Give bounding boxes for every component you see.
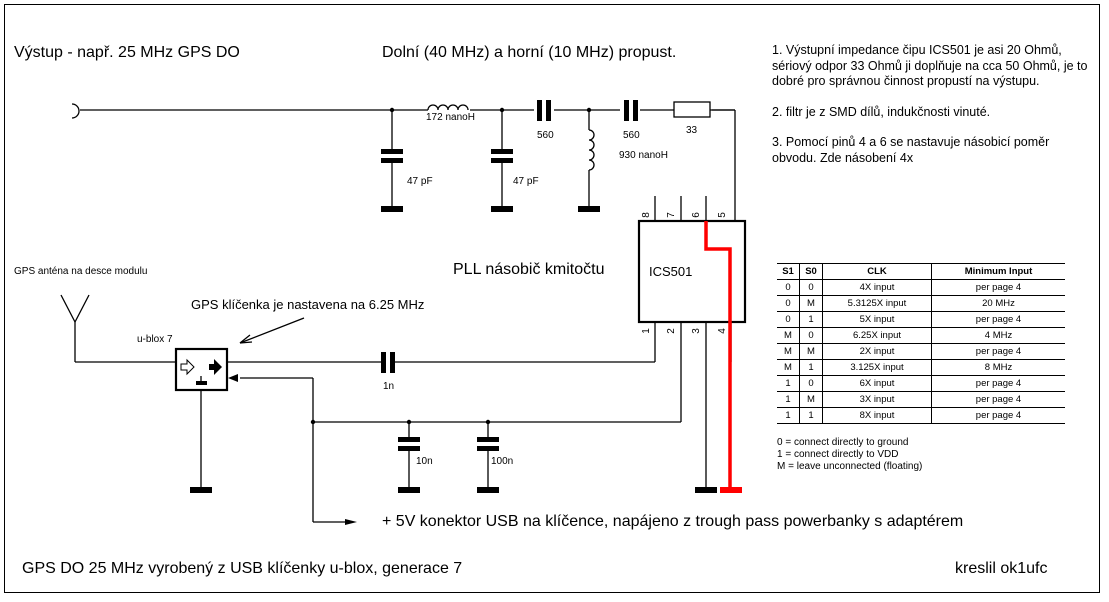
label-l2: 930 nanoH [619,150,668,161]
footer-title: GPS DO 25 MHz vyrobený z USB klíčenky u-… [22,560,463,577]
label-l1: 172 nanoH [426,112,475,123]
ground-symbol [695,487,717,493]
cap-47pf-1 [381,149,403,154]
note-3: 3. Pomocí pinů 4 a 6 se nastavuje násobi… [772,135,1050,165]
cap-1n [381,352,386,373]
ics501-chip [637,219,747,324]
pin-1: 1 [640,328,652,334]
note-2: 2. filtr je z SMD dílů, indukčnosti vinu… [772,104,991,119]
ground-symbol [190,487,212,493]
dongle-freq-label: GPS klíčenka je nastavena na 6.25 MHz [191,297,425,312]
author: kreslil ok1ufc [955,560,1048,577]
table-legend: 0 = connect directly to ground 1 = conne… [777,437,923,472]
label-r1: 33 [686,125,698,136]
pin-4: 4 [716,328,728,334]
power-label: + 5V konektor USB na klíčence, napájeno … [382,513,964,530]
cap-47pf-2 [491,149,513,154]
cap-560-1 [537,100,542,121]
chip-label: ICS501 [649,264,693,279]
filter-title: Dolní (40 MHz) a horní (10 MHz) propust. [382,44,677,61]
note-1: 1. Výstupní impedance čipu ICS501 je asi… [772,43,1088,88]
red-strap-wire [704,221,732,490]
ground-symbol [491,206,513,212]
power-out-arrow-icon [345,519,357,525]
pin-2: 2 [665,328,677,334]
cap-100n [477,437,499,442]
drawing-frame [4,4,1100,593]
label-c1: 47 pF [407,176,433,187]
label-c-dec1: 10n [416,456,433,467]
ground-symbol [381,206,403,212]
output-connector-icon [71,103,80,119]
pin-5: 5 [716,212,728,218]
output-title: Výstup - např. 25 MHz GPS DO [14,44,240,61]
red-ground-symbol [720,487,742,493]
pin-3: 3 [690,328,702,334]
antenna-label: GPS anténa na desce modulu [14,266,148,277]
label-c-coupling: 1n [383,381,395,392]
ground-symbol [477,487,499,493]
label-c3: 560 [537,130,554,141]
notes: 1. Výstupní impedance čipu ICS501 je asi… [772,43,1102,181]
cap-10n [398,437,420,442]
pll-title: PLL násobič kmitočtu [453,261,605,278]
power-in-arrow-icon [228,374,238,382]
pin-7: 7 [665,212,677,218]
ground-symbol [578,206,600,212]
inductor-930nh-icon [588,129,595,171]
inductor-172nh-icon [427,104,469,111]
antenna-icon [60,294,90,324]
cap-560-2 [624,100,629,121]
pin-8: 8 [640,212,652,218]
label-c-dec2: 100n [491,456,514,467]
label-c4: 560 [623,130,640,141]
module-label: u-blox 7 [137,334,173,345]
table-header: S1 S0 CLK Minimum Input [777,263,1065,280]
ground-symbol [398,487,420,493]
label-c2: 47 pF [513,176,539,187]
pointer-arrow [239,317,305,344]
output-arrow-icon [209,359,222,375]
module-ground-mark [196,381,207,385]
pin-6: 6 [690,212,702,218]
input-arrow-icon [180,358,195,376]
